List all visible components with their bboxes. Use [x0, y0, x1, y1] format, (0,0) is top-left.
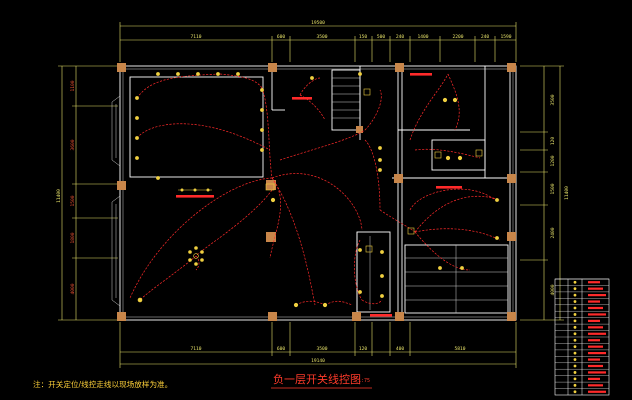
legend-label-bar: [588, 377, 600, 380]
legend-symbol: [573, 383, 577, 387]
dim-top-seg: 2200: [452, 34, 463, 40]
legend-symbol: [573, 371, 577, 374]
legend-symbol: [573, 287, 577, 291]
drawing-note: 注：开关定位/线控走线以现场放样为准。: [33, 379, 172, 389]
legend-table: [554, 278, 610, 396]
legend-label-bar: [588, 300, 600, 303]
legend-label-bar: [588, 287, 603, 290]
bottom-dimension-chain: 7110 600 3500 120 400 5810 19140: [119, 322, 517, 368]
dim-left-seg: 1100: [70, 80, 76, 91]
dim-left-seg: 1500: [70, 195, 76, 206]
dim-bottom-seg: 400: [396, 346, 405, 352]
legend-label-bar: [588, 339, 600, 342]
dim-top-seg: 7110: [190, 34, 201, 40]
legend-label-bar: [588, 326, 603, 329]
legend-symbol: [573, 358, 577, 361]
legend-symbol: [573, 319, 577, 323]
dim-bottom-total: 19140: [311, 358, 325, 364]
dim-left-seg: 4000: [70, 283, 76, 294]
right-dimension-chain: 3500 120 1200 1500 2400 4000 11400: [520, 65, 570, 321]
legend-symbol: [573, 338, 577, 342]
legend-symbol: [573, 306, 577, 310]
dim-bottom-seg: 3500: [316, 346, 327, 352]
legend-label-bar: [588, 294, 606, 297]
switch-markers: [176, 73, 462, 317]
top-dimension-chain: 19500 7110 600 3500 150 500 240 1400 220…: [119, 20, 517, 62]
legend-label-bar: [588, 319, 600, 322]
legend-symbol: [573, 313, 577, 316]
dim-top-seg: 150: [359, 34, 368, 40]
dim-right-seg: 3500: [550, 94, 556, 105]
legend-label-bar: [588, 390, 606, 393]
dim-top-seg: 1400: [417, 34, 428, 40]
light-fixtures: [135, 72, 499, 308]
legend-label-bar: [588, 332, 606, 335]
legend-label-bar: [588, 384, 603, 387]
switch-symbols: [265, 88, 483, 253]
drawing-scale: 1:75: [358, 378, 370, 384]
legend-symbol: [573, 345, 577, 349]
dim-top-seg: 500: [377, 34, 386, 40]
legend-symbol: [573, 280, 577, 284]
dim-bottom-seg: 7110: [190, 346, 201, 352]
legend-label-bar: [588, 281, 600, 284]
dim-right-seg: 2400: [550, 227, 556, 238]
legend-label-bar: [588, 345, 603, 348]
legend-symbol: [573, 293, 577, 297]
legend-symbol: [573, 364, 577, 368]
walls: [111, 65, 517, 321]
legend-label-bar: [588, 364, 603, 368]
dim-top-total: 19500: [311, 20, 325, 26]
dim-bottom-seg: 600: [277, 346, 286, 352]
legend-label-bar: [588, 352, 606, 355]
legend-label-bar: [588, 371, 606, 374]
legend-symbol: [573, 351, 577, 355]
dim-right-seg: 4000: [550, 284, 556, 295]
dim-right-seg: 1200: [550, 155, 556, 166]
legend-symbol: [573, 390, 577, 394]
dim-top-seg: 240: [481, 34, 490, 40]
dim-left-total: 11400: [56, 189, 62, 203]
legend-symbol: [573, 377, 577, 381]
dim-left-seg: 1800: [70, 232, 76, 243]
dim-top-seg: 600: [277, 34, 286, 40]
dim-right-seg: 1500: [550, 183, 556, 194]
legend-label-bar: [588, 306, 603, 310]
wiring: [129, 73, 501, 306]
left-dimension-chain: 11400 1100 3600 1500 1800 4000: [56, 65, 118, 321]
legend-symbol: [573, 332, 577, 336]
dim-top-seg: 240: [396, 34, 405, 40]
legend-symbol: [573, 300, 577, 303]
columns: [117, 63, 516, 321]
dim-bottom-seg: 120: [359, 346, 368, 352]
dim-top-seg: 3500: [316, 34, 327, 40]
drawing-title: 负一层开关线控图: [273, 372, 361, 386]
dim-left-seg: 3600: [70, 139, 76, 150]
legend-label-bar: [588, 358, 600, 361]
dim-top-seg: 1590: [500, 34, 511, 40]
dim-right-seg: 120: [550, 137, 556, 146]
dim-right-total: 11400: [564, 186, 570, 200]
legend-symbol: [573, 325, 577, 329]
dim-bottom-seg: 5810: [454, 346, 465, 352]
legend-label-bar: [588, 313, 606, 316]
